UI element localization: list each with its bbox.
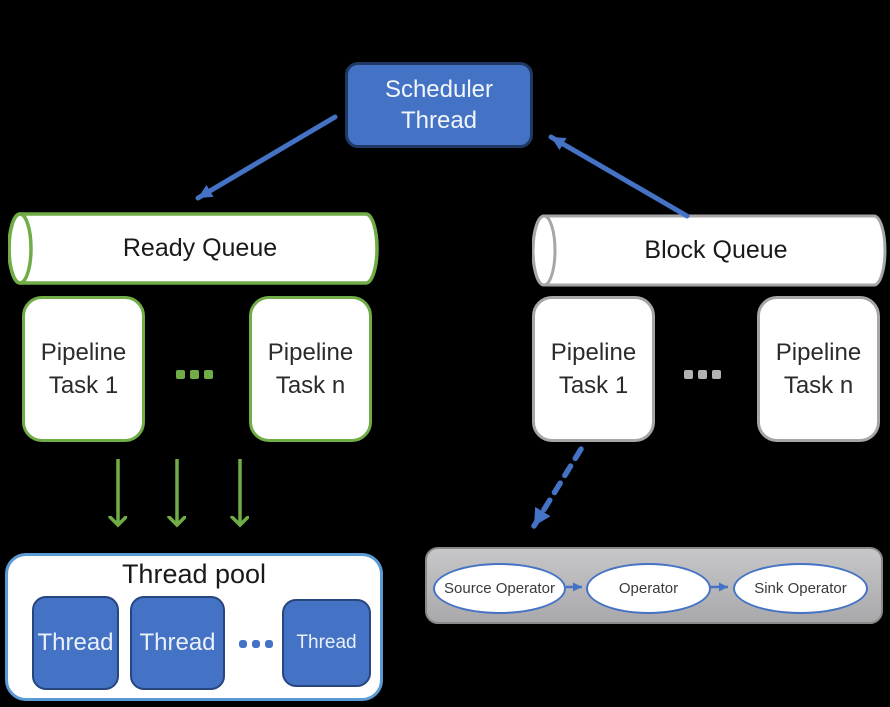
dot [265,640,273,648]
block-queue-cylinder: Block Queue [532,214,888,287]
block-pipeline-task-1: Pipeline Task 1 [532,296,655,442]
scheduler-thread-label: Scheduler Thread [384,76,494,134]
thread-box-3: Thread [282,599,371,687]
thread-label: Thread [139,629,216,656]
dot [698,370,707,379]
dot [252,640,260,648]
dot [712,370,721,379]
source-operator-ellipse: Source Operator [433,563,566,614]
operator-label: Operator [618,580,679,597]
ready-queue-cylinder: Ready Queue [8,212,380,285]
ready-pipeline-task-1: Pipeline Task 1 [22,296,145,442]
dot [190,370,199,379]
task-label: Pipeline Task 1 [40,339,127,399]
ready-queue-cylinder-shape [8,212,379,285]
dot [204,370,213,379]
block-pipeline-task-n: Pipeline Task n [757,296,880,442]
thread-pool-title: Thread pool [121,559,267,589]
scheduler-thread-box: Scheduler Thread [345,62,533,148]
sink-operator-label: Sink Operator [754,580,847,597]
dot [239,640,247,648]
operator-ellipse: Operator [586,563,711,614]
dot [176,370,185,379]
sink-operator-ellipse: Sink Operator [733,563,868,614]
thread-label: Thread [37,629,114,656]
arrow-task-to-operator-pipeline-dashed [531,446,584,529]
thread-box-2: Thread [130,596,225,690]
ready-queue-label: Ready Queue [122,234,278,262]
arrow-scheduler-to-ready-queue [195,114,338,201]
thread-pool-ellipsis-dots [239,640,273,648]
block-queue-ellipsis-dots [684,370,721,379]
task-label: Pipeline Task 1 [550,339,637,399]
thread-pool-container: Thread pool Thread Thread Thread [5,553,383,701]
source-operator-label: Source Operator [444,580,555,597]
thread-label: Thread [296,632,357,653]
arrow-block-queue-to-scheduler [548,134,690,219]
ready-queue-ellipsis-dots [176,370,213,379]
ready-pipeline-task-n: Pipeline Task n [249,296,372,442]
dot [684,370,693,379]
thread-box-1: Thread [32,596,119,690]
block-queue-cylinder-shape [532,214,887,287]
task-label: Pipeline Task n [775,339,862,399]
operator-pipeline-container: Source Operator Operator Sink Operator [425,547,883,624]
task-label: Pipeline Task n [267,339,354,399]
block-queue-label: Block Queue [644,236,788,264]
